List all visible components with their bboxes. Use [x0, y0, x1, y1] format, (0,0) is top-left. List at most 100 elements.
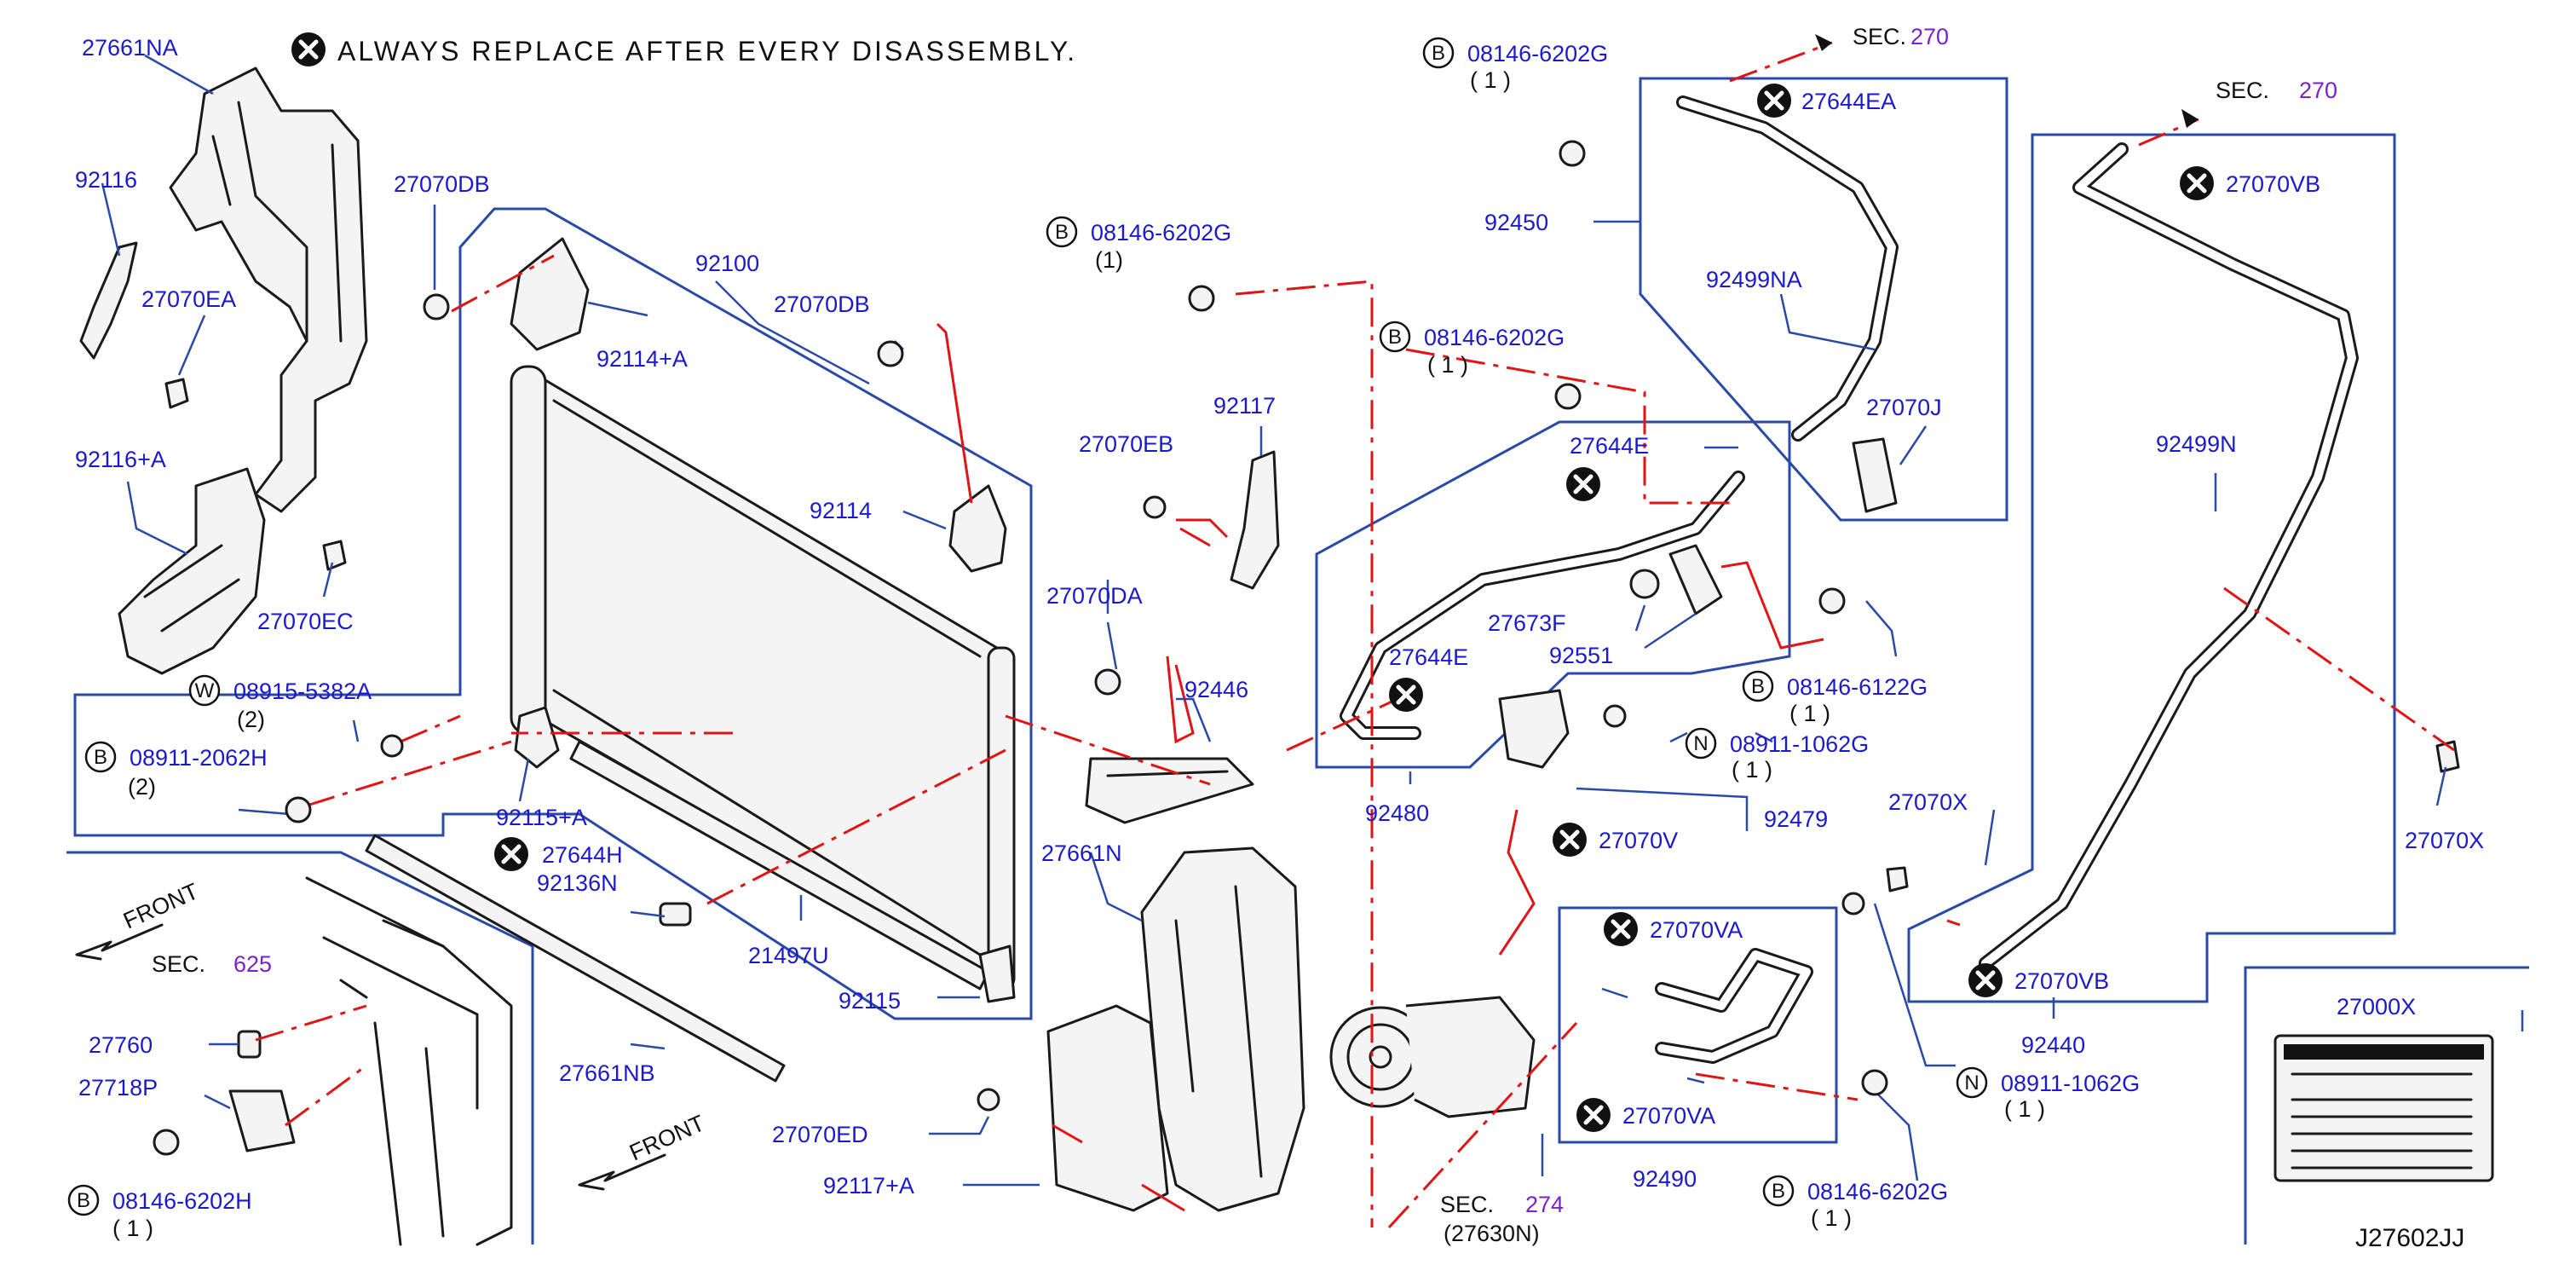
clip-27070EB	[1143, 495, 1167, 519]
part-label: 27070VA	[1650, 917, 1743, 943]
sensor-27718P	[228, 1089, 296, 1152]
sec-sub: (27630N)	[1444, 1221, 1540, 1246]
hose-92490-box	[1558, 906, 1838, 1144]
fastener-code: 08146-6202G	[1467, 41, 1608, 66]
part-label: 27070EC	[257, 609, 354, 634]
part-label: 27673F	[1488, 610, 1566, 636]
part-label: 92115	[838, 988, 901, 1014]
sec-number: 270	[2299, 78, 2337, 103]
part-label: 92100	[695, 251, 759, 276]
part-label: 27070ED	[772, 1122, 868, 1147]
part-label: 27070DB	[774, 292, 870, 317]
fastener-code: 08911-1062G	[2001, 1071, 2140, 1096]
hose-92490	[1655, 948, 1813, 1064]
air-guide-27661NA	[169, 66, 368, 513]
part-label: 92117+A	[823, 1173, 914, 1199]
bracket-92115	[978, 944, 1016, 1003]
part-label: 27070V	[1599, 828, 1678, 853]
part-label: 27070VB	[2014, 968, 2109, 994]
part-label: 27644EA	[1801, 89, 1896, 114]
fastener-qty: ( 1 )	[1470, 67, 1511, 93]
part-label: 27661NA	[82, 35, 178, 61]
part-label: 92551	[1549, 643, 1613, 668]
marker-letter: B	[77, 1189, 90, 1212]
fastener-code: 08911-1062G	[1730, 731, 1869, 757]
marker-letter: N	[1693, 732, 1708, 755]
fastener-code: 08146-6202G	[1807, 1179, 1948, 1204]
radiator-assembly-box	[73, 207, 1033, 1020]
marker-letter: B	[1388, 326, 1402, 349]
bracket-92115A	[514, 706, 560, 769]
clip-27070J	[1852, 437, 1898, 513]
fastener-qty: (2)	[128, 774, 156, 800]
air-guide-92116A	[118, 467, 266, 675]
air-guide-92117A	[1046, 1004, 1169, 1212]
part-label: 92117	[1213, 393, 1276, 419]
bolt-icons	[153, 140, 1888, 1156]
sec-number: 274	[1525, 1192, 1564, 1217]
clip-27070X	[1886, 740, 2460, 892]
compressor-27630N	[1329, 996, 1536, 1118]
part-label: 92116	[75, 167, 137, 193]
part-label: 27070X	[2405, 828, 2484, 853]
part-label: 92114	[810, 498, 872, 523]
bracket-92114	[948, 484, 1007, 573]
sec-prefix: SEC.	[2216, 78, 2269, 103]
part-label: 92479	[1764, 806, 1828, 832]
hose-92450	[1676, 95, 1899, 442]
fastener-code: 08146-6122G	[1787, 674, 1928, 700]
front-label: FRONT	[625, 1110, 708, 1165]
part-label: 27070VA	[1622, 1103, 1715, 1129]
fastener-qty: ( 1 )	[1427, 352, 1468, 378]
replace-x-icon	[494, 84, 2214, 1132]
replace-note: ALWAYS REPLACE AFTER EVERY DISASSEMBLY.	[337, 36, 1077, 66]
part-label: 27070EB	[1079, 431, 1173, 457]
marker-letter: N	[1964, 1071, 1979, 1095]
part-label: 92490	[1633, 1166, 1697, 1192]
part-label: 92446	[1184, 677, 1248, 702]
part-label: 92450	[1484, 210, 1548, 235]
seal-27661NB	[365, 834, 786, 1083]
sec-prefix: SEC.	[1440, 1192, 1494, 1217]
label-plate-27000X	[2273, 1034, 2494, 1182]
leader-lines	[101, 54, 2524, 1187]
part-label: 27718P	[78, 1075, 158, 1100]
clip-27070EA	[164, 378, 189, 409]
part-label: 21497U	[748, 943, 829, 968]
part-label: 92114+A	[596, 346, 688, 372]
front-panel-box	[66, 851, 534, 1245]
fastener-qty: (2)	[237, 707, 265, 732]
sec-number: 625	[233, 951, 272, 977]
sec-arrow-icon	[1815, 34, 2199, 128]
bracket-92551	[1668, 544, 1723, 615]
part-label: 92499N	[2156, 431, 2237, 457]
part-label: 92115+A	[496, 805, 587, 830]
part-label: 27070DA	[1046, 583, 1143, 609]
hose-92480	[1340, 471, 1745, 740]
hose-92450-box	[1639, 77, 2008, 522]
hose-92480-box	[1315, 420, 1791, 769]
seal-21497U	[569, 740, 990, 991]
marker-letter: B	[1751, 675, 1765, 698]
fastener-qty: (1)	[1095, 247, 1123, 273]
fastener-code: 08146-6202G	[1091, 220, 1231, 245]
part-label: 92499NA	[1706, 267, 1802, 292]
part-label: 27070DB	[394, 171, 490, 197]
part-label: 27661NB	[559, 1060, 655, 1086]
fastener-type-markers: B B B B N N B W B B	[67, 37, 1988, 1216]
marker-letter: B	[1772, 1180, 1785, 1203]
seal-92116	[79, 241, 138, 360]
part-label: 27644E	[1570, 433, 1649, 459]
part-label: 27070VB	[2226, 171, 2320, 197]
fastener-qty: ( 1 )	[112, 1216, 153, 1241]
part-label: 27760	[89, 1032, 153, 1058]
marker-letter: B	[94, 746, 107, 769]
fastener-code: 08915-5382A	[233, 679, 372, 704]
sensor-27760	[237, 1030, 262, 1059]
front-panel-structure	[305, 876, 513, 1246]
part-label: 27644E	[1389, 644, 1468, 670]
label-area-box	[2244, 966, 2529, 1245]
grommet-27673F	[1629, 569, 1660, 599]
